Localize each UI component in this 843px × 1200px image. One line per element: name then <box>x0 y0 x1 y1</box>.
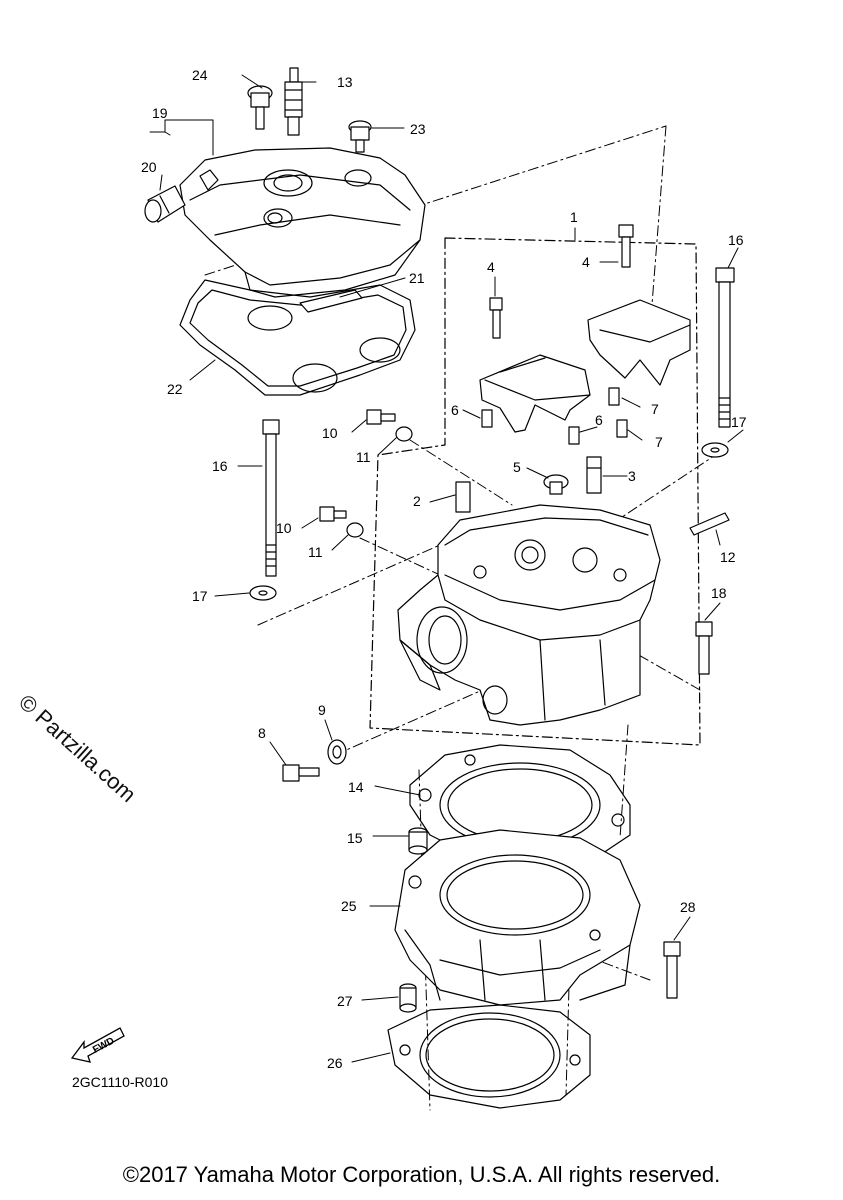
callout-7-upper: 7 <box>651 401 659 417</box>
callout-26: 26 <box>327 1055 343 1071</box>
camshaft-cap-left <box>479 354 591 433</box>
callout-10-upper: 10 <box>322 425 338 441</box>
stud-12 <box>689 512 730 536</box>
callout-13: 13 <box>337 74 353 90</box>
callout-3: 3 <box>628 468 636 484</box>
bolt-28 <box>663 941 681 999</box>
callout-18: 18 <box>711 585 727 601</box>
cylinder-block <box>394 829 641 1006</box>
part-2 <box>455 481 471 513</box>
part-3 <box>586 456 602 494</box>
callout-9: 9 <box>318 702 326 718</box>
bolt-8 <box>282 764 320 782</box>
bolt-24 <box>247 85 273 130</box>
callout-17-left: 17 <box>192 588 208 604</box>
fwd-label: FWD <box>91 1036 116 1056</box>
callout-22: 22 <box>167 381 183 397</box>
callout-23: 23 <box>410 121 426 137</box>
callout-5: 5 <box>513 459 521 475</box>
valve-cover-gasket <box>179 279 416 396</box>
dowel-15 <box>408 827 428 855</box>
callout-14: 14 <box>348 779 364 795</box>
callout-numbers: 1 2 3 4 4 5 6 6 7 7 8 9 10 10 11 11 12 1… <box>141 67 747 1071</box>
washer-17-left <box>249 585 277 601</box>
bolt-4-right <box>618 224 634 268</box>
breather-pipe <box>144 185 186 223</box>
callout-21: 21 <box>409 270 425 286</box>
cylinder-head <box>397 504 661 726</box>
callout-16-right: 16 <box>728 232 744 248</box>
callout-11-lower: 11 <box>308 544 323 560</box>
stud-bolt-16-right <box>715 267 735 428</box>
spark-plug <box>284 67 303 136</box>
washer-17-right <box>701 442 729 458</box>
callout-8: 8 <box>258 725 266 741</box>
bolt-10-lower <box>319 506 364 538</box>
callout-20: 20 <box>141 159 157 175</box>
callout-7-lower: 7 <box>655 434 663 450</box>
washer-9 <box>327 739 347 765</box>
callout-15: 15 <box>347 830 363 846</box>
cylinder-head-group-boundary <box>369 237 701 746</box>
callout-16-left: 16 <box>212 458 228 474</box>
callout-19: 19 <box>152 105 168 121</box>
bolt-18 <box>695 621 713 675</box>
callout-leaders <box>149 74 744 1063</box>
callout-11-upper: 11 <box>356 449 371 465</box>
dowel-pins <box>481 387 628 445</box>
forward-arrow-icon: FWD <box>70 1027 125 1063</box>
callout-1: 1 <box>570 209 578 225</box>
callout-6-right: 6 <box>595 412 603 428</box>
callout-6-left: 6 <box>451 402 459 418</box>
stud-bolt-16-left <box>262 419 280 577</box>
drawing-code: 2GC1110-R010 <box>72 1074 168 1090</box>
callout-4-right: 4 <box>582 254 590 270</box>
callout-27: 27 <box>337 993 353 1009</box>
base-gasket <box>387 1004 591 1109</box>
callout-12: 12 <box>720 549 736 565</box>
bolt-4-left <box>489 297 503 339</box>
valve-cover <box>179 147 426 298</box>
callout-17-right: 17 <box>731 414 747 430</box>
dowel-27 <box>399 983 417 1013</box>
camshaft-cap-right <box>587 299 691 386</box>
copyright-notice: ©2017 Yamaha Motor Corporation, U.S.A. A… <box>122 1162 721 1187</box>
bolt-23 <box>348 120 372 153</box>
callout-24: 24 <box>192 67 208 83</box>
callout-28: 28 <box>680 899 696 915</box>
callout-4-left: 4 <box>487 259 495 275</box>
callout-25: 25 <box>341 898 357 914</box>
bolt-10-upper <box>366 409 413 442</box>
part-5 <box>543 474 569 495</box>
callout-10-lower: 10 <box>276 520 292 536</box>
callout-2: 2 <box>413 493 421 509</box>
